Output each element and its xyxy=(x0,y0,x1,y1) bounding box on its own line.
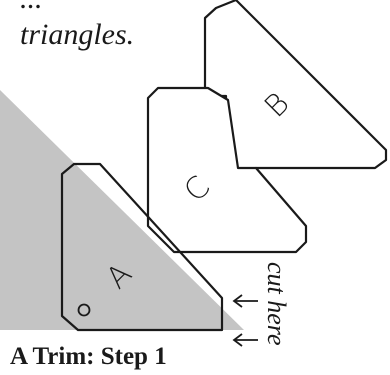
step-caption: A Trim: Step 1 xyxy=(10,343,167,370)
template-piece-a xyxy=(60,162,224,332)
alignment-hole xyxy=(77,303,91,317)
cut-arrow-upper xyxy=(232,294,258,308)
intro-text-line: triangles. xyxy=(20,18,134,51)
template-piece-c xyxy=(146,86,308,254)
intro-text-fragment: ... xyxy=(20,0,43,15)
cut-here-label: cut here xyxy=(262,262,291,346)
cut-arrow-lower xyxy=(232,333,258,347)
